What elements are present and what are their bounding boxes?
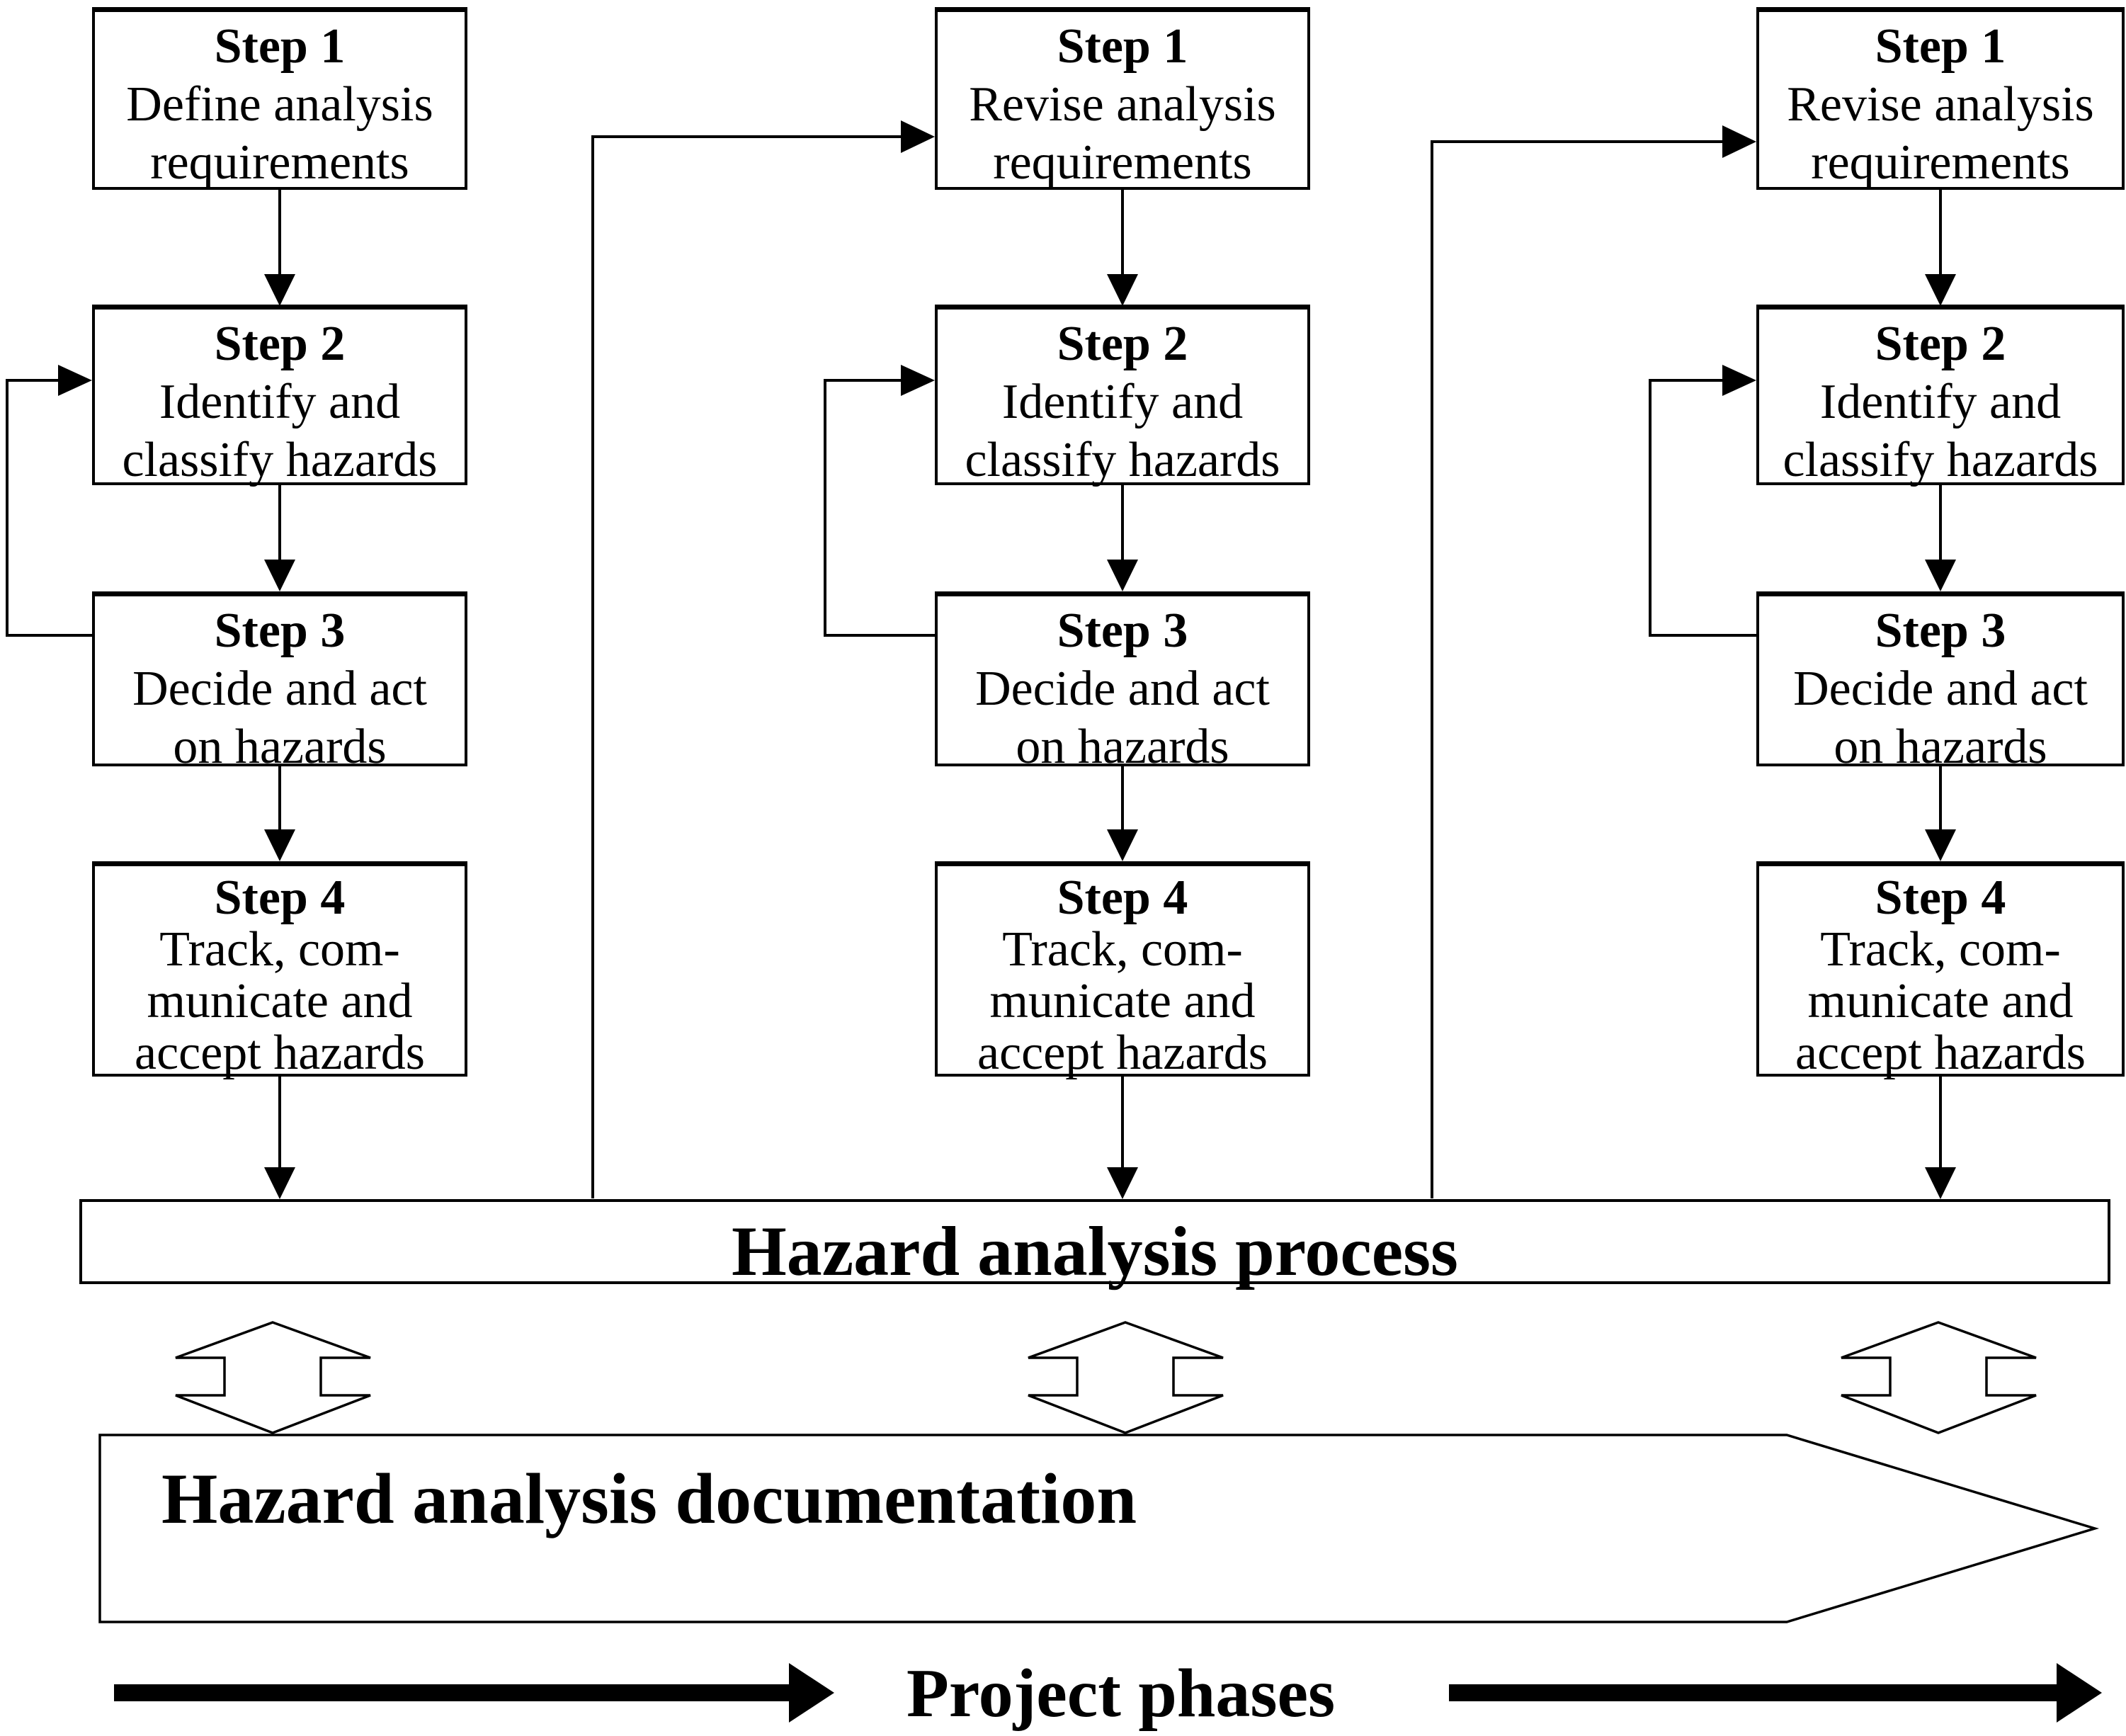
- step-line: on hazards: [1016, 720, 1229, 774]
- right-arrowhead-icon: [1722, 125, 1756, 158]
- down-arrowhead-icon: [1107, 829, 1138, 861]
- down-arrowhead-icon: [1107, 560, 1138, 591]
- down-arrowhead-icon: [264, 274, 295, 306]
- step-line: requirements: [993, 135, 1252, 190]
- step-line: Track, com-: [159, 922, 400, 977]
- step-line: Revise analysis: [969, 77, 1276, 132]
- double-arrow-icon: [1028, 1321, 1224, 1434]
- step-title: Step 2: [1057, 317, 1188, 371]
- step-line: requirements: [150, 135, 409, 190]
- step-line: requirements: [1811, 135, 2070, 190]
- step-title: Step 4: [1057, 870, 1188, 925]
- double-arrow-icon: [175, 1321, 371, 1434]
- step-line: classify hazards: [1783, 433, 2098, 487]
- down-arrowhead-icon: [1107, 274, 1138, 306]
- down-arrowhead-icon: [1925, 274, 1956, 306]
- feedback-loop-line: [1649, 379, 1758, 637]
- step-line: Decide and act: [975, 662, 1270, 716]
- step-line: municate and: [147, 974, 413, 1028]
- feedback-loop-line: [6, 379, 93, 637]
- step-line: Track, com-: [1002, 922, 1243, 977]
- project-phase-arrow-icon: [114, 1663, 834, 1723]
- step-box-col2-step4: Step 4 Track, com- municate and accept h…: [935, 861, 1310, 1080]
- step-line: accept hazards: [1795, 1026, 2086, 1080]
- step-line: Track, com-: [1820, 922, 2061, 977]
- right-arrowhead-icon: [901, 120, 935, 153]
- down-arrowhead-icon: [264, 1167, 295, 1199]
- feedback-loop-line: [824, 379, 936, 637]
- revise-connector-line: [1431, 140, 1724, 1198]
- step-title: Step 4: [214, 870, 346, 925]
- step-line: Decide and act: [132, 662, 427, 716]
- down-arrowhead-icon: [1925, 560, 1956, 591]
- step-title: Step 4: [1875, 870, 2006, 925]
- step-line: Decide and act: [1793, 662, 2088, 716]
- step-title: Step 1: [1875, 19, 2006, 74]
- step-line: Identify and: [1001, 375, 1244, 429]
- step-line: Revise analysis: [1787, 77, 2094, 132]
- step-box-col3-step4: Step 4 Track, com- municate and accept h…: [1756, 861, 2125, 1080]
- step-line: municate and: [989, 974, 1256, 1028]
- step-title: Step 2: [1875, 317, 2006, 371]
- step-line: Define analysis: [126, 77, 433, 132]
- step-box-col3-step2: Step 2 Identify and classify hazards: [1756, 305, 2125, 487]
- hazard-analysis-documentation-label: Hazard analysis documentation: [161, 1459, 1137, 1539]
- step-title: Step 1: [214, 19, 346, 74]
- documentation-band: [98, 1434, 2100, 1623]
- step-line: on hazards: [1834, 720, 2047, 774]
- step-title: Step 3: [214, 603, 346, 658]
- right-arrowhead-icon: [58, 365, 92, 396]
- step-box-col1-step2: Step 2 Identify and classify hazards: [92, 305, 467, 487]
- down-arrowhead-icon: [1107, 1167, 1138, 1199]
- revise-connector-line: [591, 135, 902, 1198]
- step-line: on hazards: [173, 720, 387, 774]
- step-box-col1-step4: Step 4 Track, com- municate and accept h…: [92, 861, 467, 1080]
- step-title: Step 3: [1057, 603, 1188, 658]
- right-arrowhead-icon: [901, 365, 935, 396]
- step-title: Step 2: [214, 317, 346, 371]
- step-line: classify hazards: [122, 433, 438, 487]
- step-title: Step 3: [1875, 603, 2006, 658]
- down-arrowhead-icon: [1925, 1167, 1956, 1199]
- project-phases-label: Project phases: [906, 1655, 1336, 1732]
- right-arrowhead-icon: [1722, 365, 1756, 396]
- project-phase-arrow-icon: [1449, 1663, 2102, 1723]
- step-box-col2-step1: Step 1 Revise analysis requirements: [935, 7, 1310, 190]
- step-line: classify hazards: [965, 433, 1280, 487]
- down-arrowhead-icon: [1925, 829, 1956, 861]
- hazard-analysis-process-label: Hazard analysis process: [732, 1212, 1458, 1290]
- step-box-col3-step3: Step 3 Decide and act on hazards: [1756, 591, 2125, 774]
- step-box-col1-step1: Step 1 Define analysis requirements: [92, 7, 467, 190]
- step-box-col3-step1: Step 1 Revise analysis requirements: [1756, 7, 2125, 190]
- step-box-col1-step3: Step 3 Decide and act on hazards: [92, 591, 467, 774]
- step-line: accept hazards: [977, 1026, 1268, 1080]
- down-arrowhead-icon: [264, 829, 295, 861]
- step-title: Step 1: [1057, 19, 1188, 74]
- hazard-analysis-process-bar: [79, 1199, 2110, 1284]
- step-line: Identify and: [1819, 375, 2062, 429]
- double-arrow-icon: [1841, 1321, 2037, 1434]
- step-line: Identify and: [159, 375, 401, 429]
- step-box-col2-step3: Step 3 Decide and act on hazards: [935, 591, 1310, 774]
- step-line: accept hazards: [135, 1026, 425, 1080]
- step-line: municate and: [1807, 974, 2074, 1028]
- step-box-col2-step2: Step 2 Identify and classify hazards: [935, 305, 1310, 487]
- down-arrowhead-icon: [264, 560, 295, 591]
